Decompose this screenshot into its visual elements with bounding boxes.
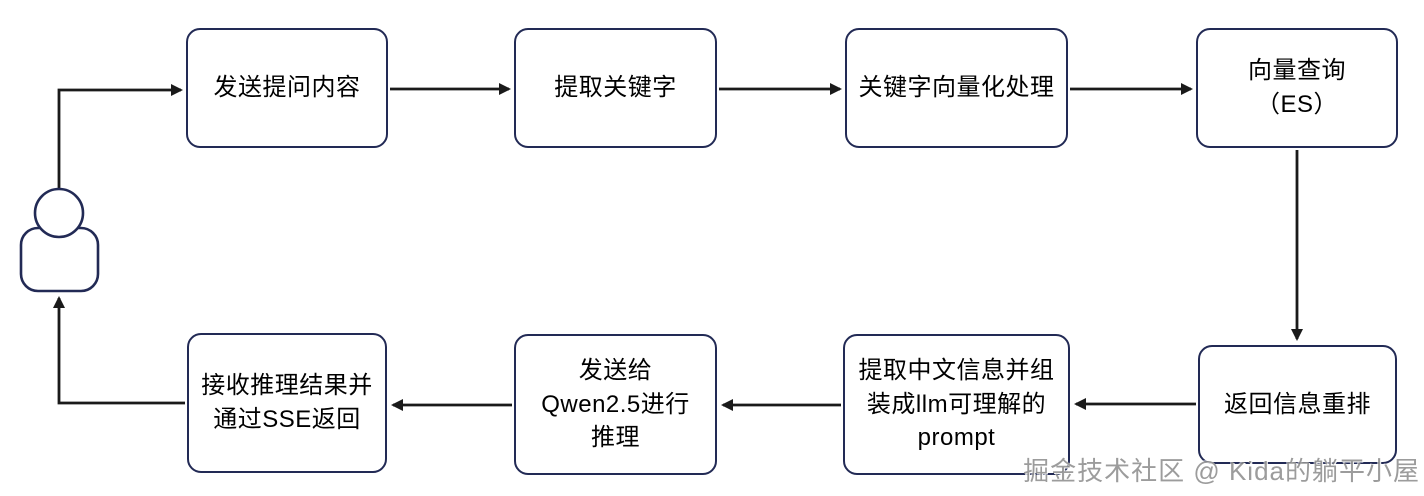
node-assemble-prompt-label: 提取中文信息并组 装成llm可理解的 prompt (858, 357, 1055, 452)
node-send-question-label: 发送提问内容 (213, 74, 361, 102)
watermark: 掘金技术社区 @ Kida的躺平小屋 (1023, 456, 1420, 486)
node-send-to-qwen: 发送给 Qwen2.5进行 推理 (514, 334, 717, 475)
node-receive-sse-label: 接收推理结果并 通过SSE返回 (201, 372, 373, 433)
node-assemble-prompt: 提取中文信息并组 装成llm可理解的 prompt (843, 334, 1070, 475)
node-vectorize-keywords-label: 关键字向量化处理 (858, 74, 1055, 102)
node-vectorize-keywords: 关键字向量化处理 (845, 28, 1068, 148)
arrow-receive-sse-to-user (53, 296, 185, 405)
node-extract-keywords: 提取关键字 (514, 28, 717, 148)
node-rerank-results: 返回信息重排 (1198, 345, 1397, 464)
node-send-question: 发送提问内容 (186, 28, 388, 148)
node-extract-keywords-label: 提取关键字 (554, 74, 677, 102)
node-send-to-qwen-label: 发送给 Qwen2.5进行 推理 (541, 357, 690, 452)
node-receive-sse: 接收推理结果并 通过SSE返回 (187, 333, 387, 473)
node-rerank-results-label: 返回信息重排 (1224, 390, 1371, 418)
node-vector-query-es-label: 向量查询 （ES） (1248, 57, 1346, 118)
node-vector-query-es: 向量查询 （ES） (1196, 28, 1398, 148)
person-icon (19, 187, 100, 293)
arrow-user-to-send-question (57, 84, 183, 191)
